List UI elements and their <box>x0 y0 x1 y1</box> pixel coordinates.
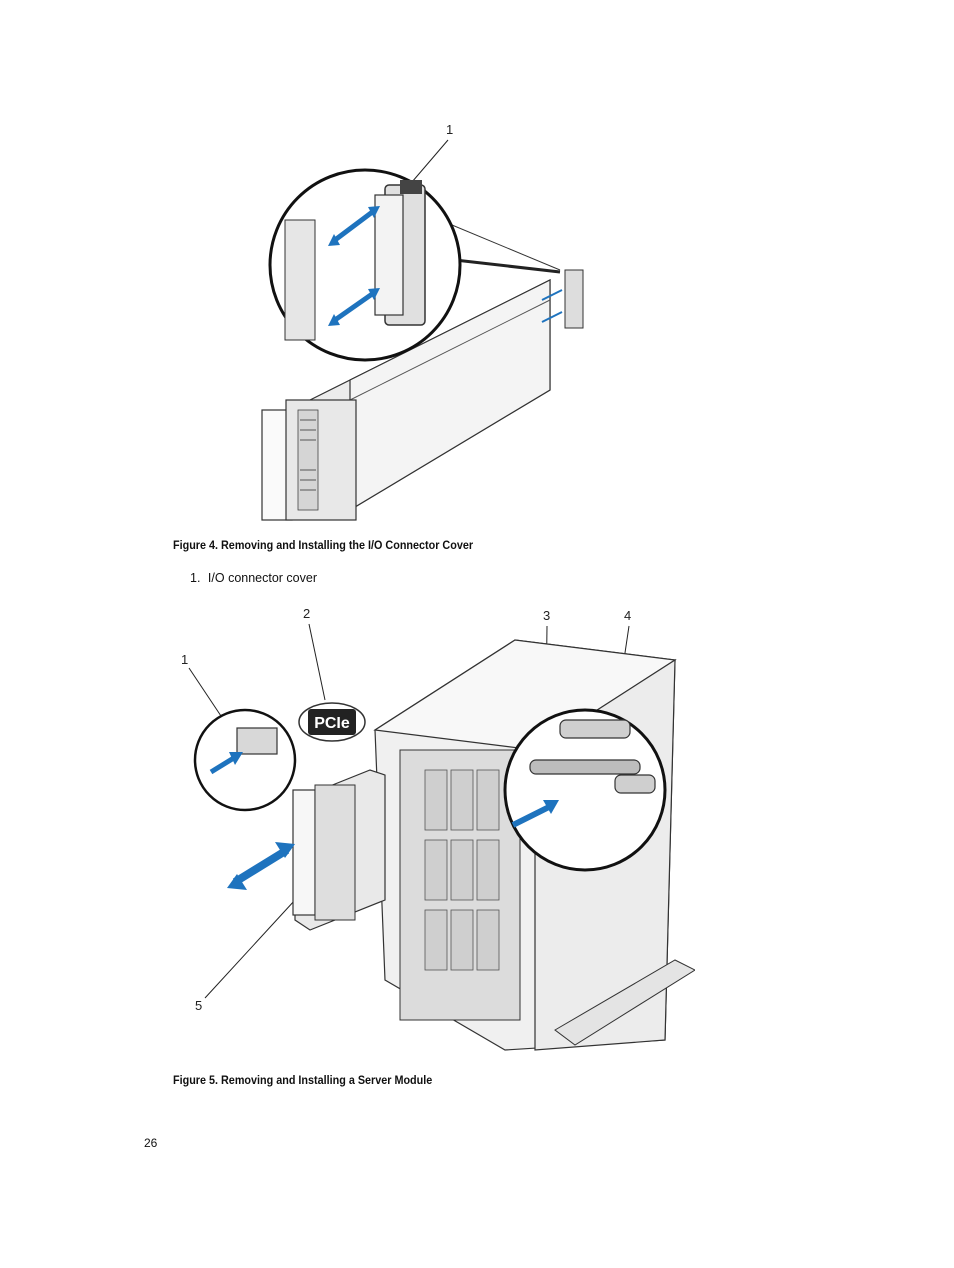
page-number: 26 <box>144 1136 158 1150</box>
figure-5-illustration: 1 2 3 4 5 PCIe <box>175 600 697 1060</box>
legend-item-label: I/O connector cover <box>207 571 317 585</box>
pcie-badge: PCIe <box>314 715 350 732</box>
legend-item-number: 1. <box>190 571 201 585</box>
callout-5: 5 <box>195 998 202 1013</box>
callout-1: 1 <box>181 652 188 667</box>
figure-4-legend: 1. I/O connector cover <box>190 571 317 585</box>
callout-4: 4 <box>624 608 631 623</box>
callout-2: 2 <box>303 606 310 621</box>
figure-5-caption: Figure 5. Removing and Installing a Serv… <box>173 1073 433 1087</box>
callout-3: 3 <box>543 608 550 623</box>
figure-4-illustration: 1 <box>240 110 680 530</box>
figure-4-caption: Figure 4. Removing and Installing the I/… <box>173 538 474 552</box>
callout-1: 1 <box>446 122 453 137</box>
